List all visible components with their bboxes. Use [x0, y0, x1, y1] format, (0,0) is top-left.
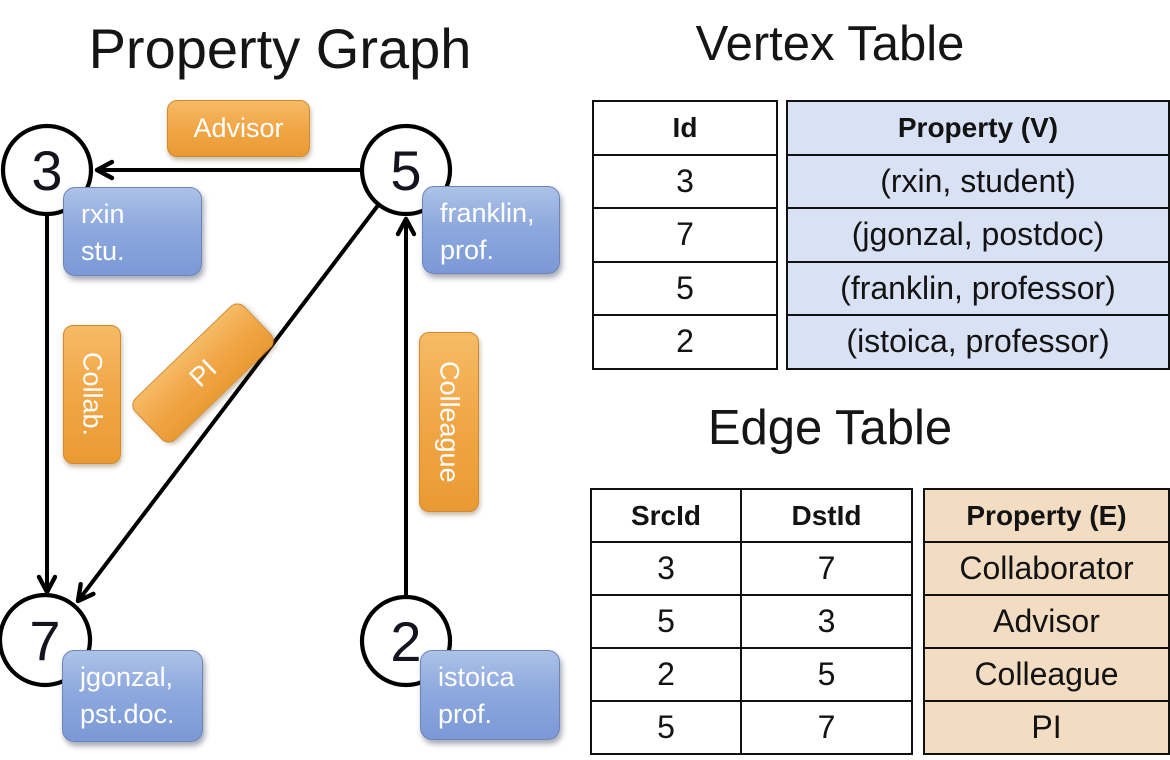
edge-table-srcid-cell: 2	[592, 649, 742, 700]
vertex-card-line2: pst.doc.	[80, 699, 175, 730]
vertex-card-line2: prof.	[440, 235, 495, 266]
vertex-card-franklin: franklin, prof.	[422, 186, 560, 274]
vertex-node-5-id: 5	[390, 139, 421, 202]
edge-label-colleague: Colleague	[419, 332, 479, 512]
edge-arrow-5-to-7	[75, 202, 381, 604]
vertex-card-rxin: rxin stu.	[63, 187, 202, 276]
vertex-table-id-cell: 2	[676, 323, 694, 360]
vertex-card-line1: istoica	[438, 662, 515, 692]
vertex-table-property-header: Property (V)	[897, 111, 1059, 143]
vertex-table-id-header: Id	[672, 111, 698, 143]
edge-table-dstid-cell: 3	[817, 603, 836, 639]
vertex-card-line2: prof.	[438, 699, 493, 730]
vertex-node-2-id: 2	[390, 610, 421, 673]
edge-table-dstid-header: DstId	[791, 499, 862, 531]
vertex-node-7-id: 7	[29, 609, 60, 672]
edge-table-property-cell: Advisor	[993, 603, 1100, 639]
edge-table-id-columns: SrcId DstId 3 7 5 3 2 5 5 7	[590, 488, 913, 755]
vertex-card-line1: jgonzal,	[80, 662, 174, 692]
vertex-card-istoica: istoica prof.	[420, 650, 560, 740]
edge-table-dstid-cell: 7	[817, 709, 836, 745]
vertex-table-property-column: Property (V) (rxin, student) (jgonzal, p…	[786, 100, 1170, 370]
edge-table-srcid-cell: 5	[592, 596, 742, 647]
vertex-table-property-cell: (istoica, professor)	[846, 323, 1110, 360]
vertex-table-id-cell: 7	[676, 216, 694, 253]
property-graph-diagram: 3 5 7 2	[0, 123, 453, 688]
vertex-table-property-cell: (jgonzal, postdoc)	[851, 216, 1105, 253]
edge-table-srcid-cell: 5	[592, 702, 742, 753]
edge-table-srcid-cell: 3	[592, 543, 742, 594]
edge-table-dstid-cell: 7	[817, 550, 836, 586]
vertex-table-title: Vertex Table	[695, 17, 965, 71]
vertex-card-line1: rxin	[81, 199, 125, 229]
vertex-card-line2: stu.	[81, 236, 125, 267]
vertex-table-id-cell: 5	[676, 269, 694, 306]
vertex-table-id-column: Id 3 7 5 2	[592, 100, 778, 370]
vertex-table-property-cell: (rxin, student)	[880, 162, 1076, 199]
edge-label-advisor: Advisor	[167, 100, 310, 157]
vertex-card-line1: franklin,	[440, 198, 535, 228]
edge-table-property-column: Property (E) Collaborator Advisor Collea…	[923, 488, 1170, 755]
edge-table-property-header: Property (E)	[966, 499, 1127, 531]
edge-table-dstid-cell: 5	[817, 656, 836, 692]
edge-table-property-cell: Colleague	[974, 656, 1119, 692]
edge-table-title: Edge Table	[707, 401, 953, 455]
vertex-node-3-id: 3	[31, 139, 62, 202]
property-graph-title: Property Graph	[88, 17, 472, 80]
edge-table-property-cell: Collaborator	[959, 550, 1134, 586]
vertex-table-id-cell: 3	[676, 162, 694, 199]
vertex-table-property-cell: (franklin, professor)	[840, 269, 1116, 306]
edge-table-property-cell: PI	[1031, 709, 1062, 745]
edge-label-collab: Collab.	[63, 325, 121, 464]
edge-table-srcid-header: SrcId	[592, 490, 742, 541]
vertex-card-jgonzal: jgonzal, pst.doc.	[62, 650, 203, 742]
